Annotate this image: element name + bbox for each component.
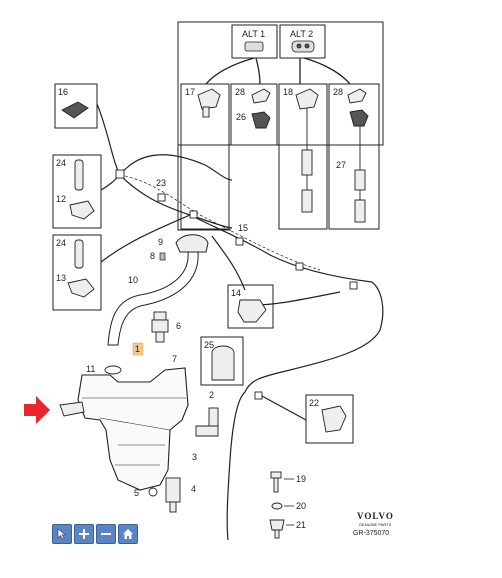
hose-clips	[115, 169, 358, 400]
alt-arrows	[205, 57, 351, 85]
leader-22	[261, 395, 307, 421]
bracket-left	[59, 401, 85, 417]
label-18: 18	[283, 87, 293, 97]
label-24a: 24	[56, 158, 66, 168]
alternates-frame	[177, 21, 384, 231]
diagram-toolbar	[52, 524, 138, 544]
label-26: 26	[236, 112, 246, 122]
reservoir-detail	[82, 397, 186, 466]
zoom-in-icon[interactable]	[74, 524, 94, 544]
label-9: 9	[158, 237, 163, 247]
highlight-1	[132, 342, 144, 356]
label-28b: 28	[333, 87, 343, 97]
reference-code: GR-375070	[353, 530, 389, 537]
callout-22	[305, 394, 354, 444]
label-1: 1	[135, 344, 140, 354]
alt2-label: ALT 2	[290, 29, 313, 39]
pointer-icon[interactable]	[52, 524, 72, 544]
washer-reservoir	[77, 367, 189, 491]
zoom-out-icon[interactable]	[96, 524, 116, 544]
left-callouts	[52, 83, 102, 311]
part-14	[237, 299, 267, 323]
callout-14	[227, 284, 274, 329]
label-23: 23	[156, 178, 166, 188]
part-2	[195, 407, 219, 437]
alt1-label: ALT 1	[242, 29, 265, 39]
label-4: 4	[191, 484, 196, 494]
label-5: 5	[134, 488, 139, 498]
seal-11	[104, 365, 122, 375]
filler-pipe	[107, 251, 199, 346]
label-21: 21	[296, 520, 306, 530]
label-2: 2	[209, 390, 214, 400]
label-12: 12	[56, 194, 66, 204]
left-parts	[61, 101, 95, 298]
label-3: 3	[192, 452, 197, 462]
part-25	[211, 345, 235, 381]
label-20: 20	[296, 501, 306, 511]
label-22: 22	[309, 398, 319, 408]
callout-25	[200, 336, 244, 386]
label-7: 7	[172, 354, 177, 364]
label-13: 13	[56, 273, 66, 283]
label-15: 15	[238, 223, 248, 233]
label-25: 25	[204, 340, 214, 350]
red-arrow	[24, 396, 50, 424]
screw-8	[159, 252, 166, 261]
home-icon[interactable]	[118, 524, 138, 544]
part-4	[165, 477, 181, 513]
pump-6	[151, 311, 169, 343]
label-17: 17	[185, 87, 195, 97]
label-24b: 24	[56, 238, 66, 248]
label-19: 19	[296, 474, 306, 484]
label-8: 8	[150, 251, 155, 261]
volvo-logo: VOLVO	[357, 511, 394, 521]
label-6: 6	[176, 321, 181, 331]
volvo-tagline: GENUINE PARTS	[359, 522, 392, 527]
part-22	[321, 405, 347, 433]
label-27: 27	[336, 160, 346, 170]
label-14: 14	[231, 288, 241, 298]
label-28a: 28	[235, 87, 245, 97]
label-16: 16	[58, 87, 68, 97]
nozzle-parts	[197, 88, 369, 223]
filler-cap	[175, 234, 209, 253]
label-10: 10	[128, 275, 138, 285]
label-11: 11	[86, 364, 95, 374]
alt-badges	[244, 40, 315, 53]
hose-dashes	[119, 174, 321, 271]
fastener-leaders	[284, 478, 294, 526]
fasteners	[269, 471, 285, 539]
seal-5	[148, 487, 158, 497]
